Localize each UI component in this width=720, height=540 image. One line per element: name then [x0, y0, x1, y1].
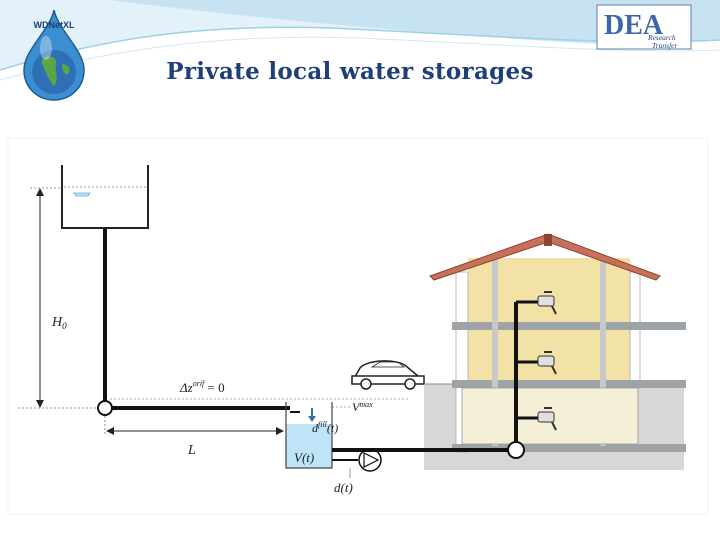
length-dimension: L — [104, 416, 284, 458]
car-icon — [350, 360, 425, 390]
slide-title: Private local water storages — [166, 58, 534, 85]
header-band — [0, 0, 720, 81]
orifice-elevation-label: Δzorif = 0 — [179, 379, 225, 395]
water-storage-diagram: H0 L Δzorif = 0 Vmax dfill(t) V(t) d(t) — [7, 137, 709, 515]
dea-logo-sub1: Research — [647, 33, 676, 42]
wdnetxl-logo: WDNetXL — [14, 8, 94, 103]
dea-logo-sub2: Transfer — [652, 41, 678, 50]
supply-pipe — [97, 228, 290, 416]
faucet-icon — [537, 291, 557, 315]
vmax-label: Vmax — [352, 400, 373, 414]
volume-label: V(t) — [294, 450, 314, 465]
faucet-icon — [537, 351, 557, 375]
local-storage-tank: Vmax dfill(t) V(t) — [285, 400, 373, 469]
demand-label: d(t) — [334, 480, 353, 495]
dea-logo-main: DEA — [604, 10, 664, 41]
building-riser — [332, 300, 540, 459]
head-dimension: H0 — [18, 187, 98, 409]
pump: d(t) — [332, 448, 382, 495]
length-label: L — [187, 443, 196, 458]
faucet-icon — [537, 407, 557, 431]
elevated-reservoir — [61, 165, 149, 229]
wdnetxl-logo-text: WDNetXL — [34, 20, 75, 30]
dea-logo: DEA Research Transfer — [596, 4, 692, 50]
head-label: H0 — [51, 315, 67, 331]
fill-demand-label: dfill(t) — [312, 420, 338, 435]
